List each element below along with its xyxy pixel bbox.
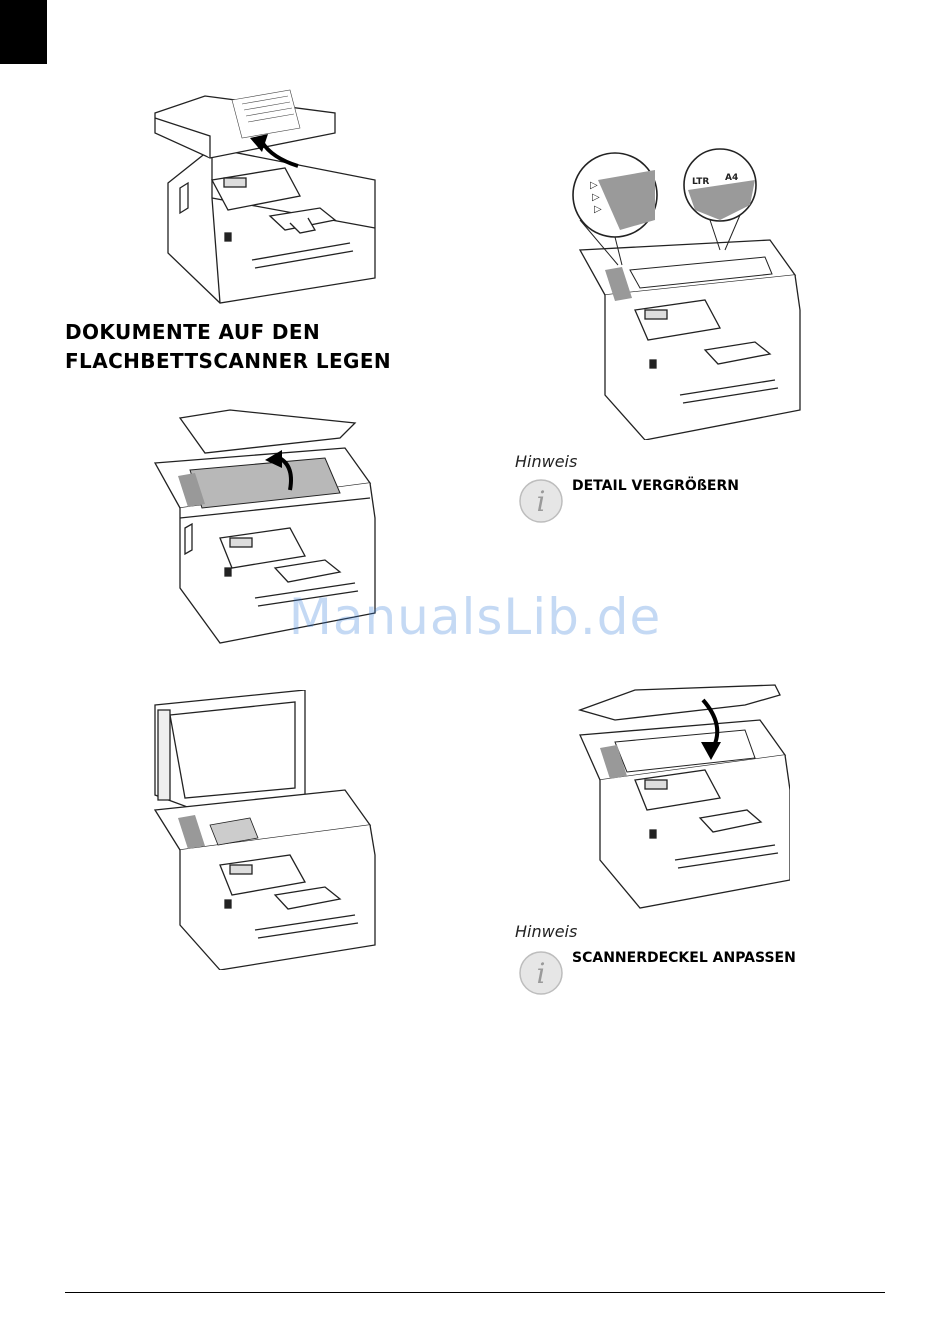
svg-text:i: i bbox=[537, 485, 546, 518]
footer-divider bbox=[65, 1292, 885, 1293]
svg-text:▷: ▷ bbox=[590, 180, 598, 191]
info-icon: i bbox=[518, 478, 564, 524]
illustration-place-document bbox=[150, 690, 380, 970]
heading-line-1: DOKUMENTE AUF DEN bbox=[65, 318, 445, 347]
section-heading: DOKUMENTE AUF DEN FLACHBETTSCANNER LEGEN bbox=[65, 318, 445, 376]
illustration-detail-zoom: ▷ ▷ ▷ LTR A4 bbox=[560, 140, 810, 440]
hint-title-1: DETAIL VERGRÖßERN bbox=[572, 478, 739, 494]
lens-label-a4: A4 bbox=[725, 173, 738, 183]
chapter-tab-marker bbox=[0, 0, 47, 64]
svg-text:i: i bbox=[537, 957, 546, 990]
hint-label-2: Hinweis bbox=[515, 922, 577, 941]
lens-label-ltr: LTR bbox=[692, 177, 709, 187]
illustration-adf-feeder bbox=[150, 88, 380, 308]
illustration-close-lid bbox=[575, 680, 790, 910]
heading-line-2: FLACHBETTSCANNER LEGEN bbox=[65, 347, 445, 376]
svg-text:▷: ▷ bbox=[592, 192, 600, 203]
hint-title-2: SCANNERDECKEL ANPASSEN bbox=[572, 950, 796, 966]
svg-text:▷: ▷ bbox=[594, 204, 602, 215]
watermark: ManualsLib.de bbox=[0, 588, 950, 646]
hint-label-1: Hinweis bbox=[515, 452, 577, 471]
info-icon: i bbox=[518, 950, 564, 996]
